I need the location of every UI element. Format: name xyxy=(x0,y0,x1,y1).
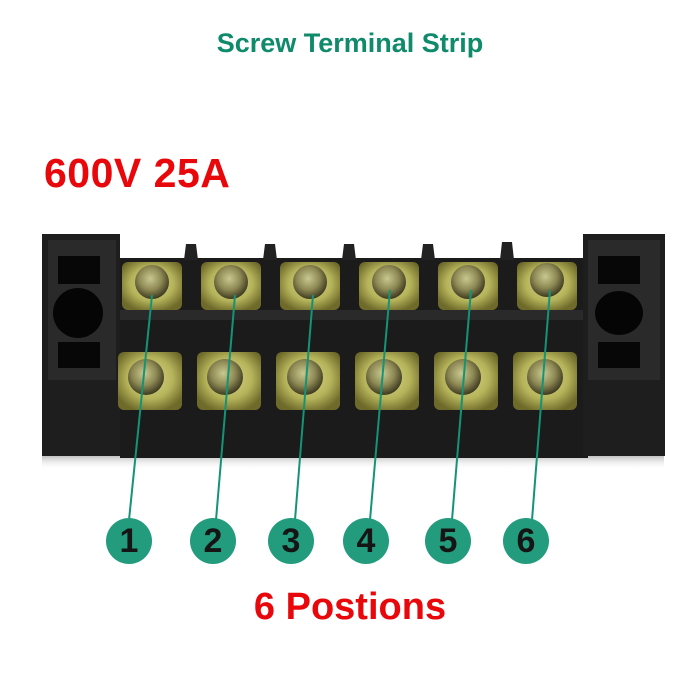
position-badge-6: 6 xyxy=(503,518,549,564)
bottom-row-terminals xyxy=(118,352,577,410)
position-badge-2: 2 xyxy=(190,518,236,564)
position-badge-1: 1 xyxy=(106,518,152,564)
position-badge-5: 5 xyxy=(425,518,471,564)
position-badge-3: 3 xyxy=(268,518,314,564)
right-end-block xyxy=(583,234,665,456)
position-badge-4: 4 xyxy=(343,518,389,564)
left-end-block xyxy=(42,234,120,456)
top-row-terminals xyxy=(122,262,577,310)
strip-shadow xyxy=(42,456,664,470)
leader-lines xyxy=(128,289,551,521)
voltage-current-rating: 600V 25A xyxy=(44,150,231,196)
positions-label: 6 Postions xyxy=(253,586,447,628)
separator-fins xyxy=(184,242,514,260)
page-title: Screw Terminal Strip xyxy=(216,28,484,58)
